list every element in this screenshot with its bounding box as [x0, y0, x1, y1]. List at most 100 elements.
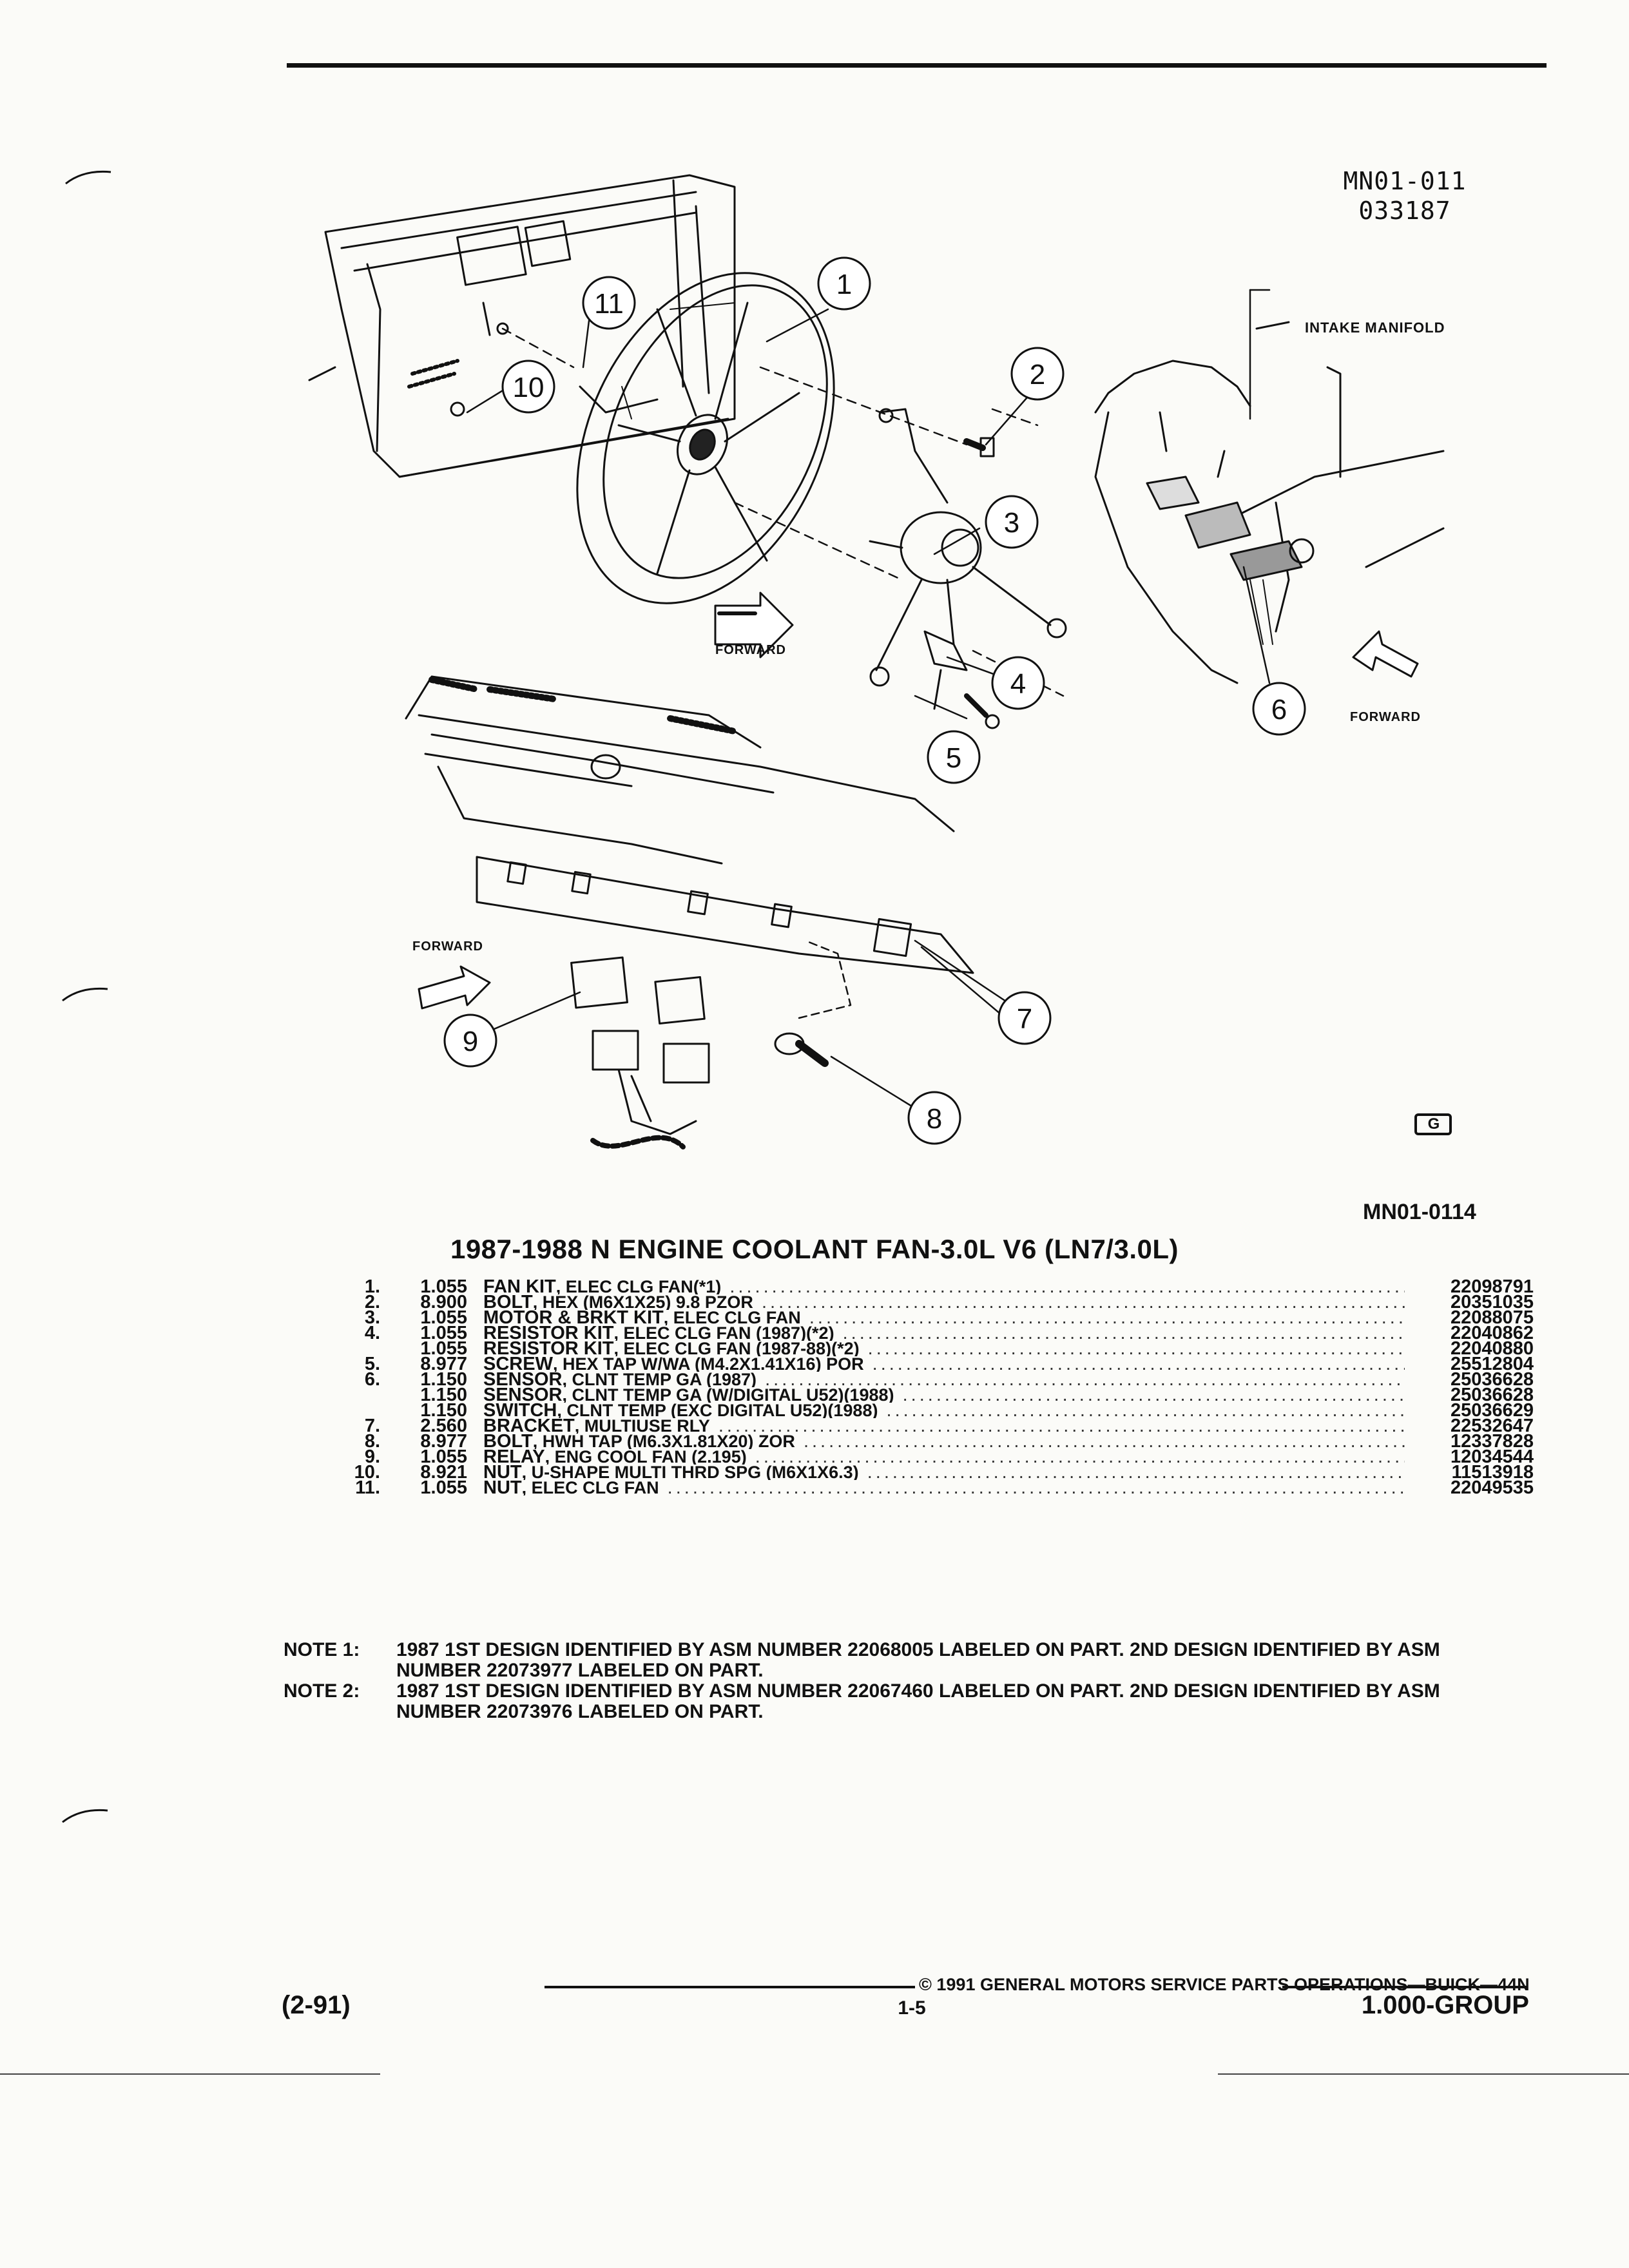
part-qty: 1.055 — [420, 1477, 467, 1498]
svg-text:5: 5 — [946, 742, 961, 774]
part-number: 20351035 — [1450, 1292, 1534, 1312]
svg-text:3: 3 — [1004, 507, 1019, 539]
part-name: SCREW — [483, 1356, 553, 1372]
part-ref: 3. — [364, 1307, 380, 1328]
part-name: BOLT — [483, 1434, 533, 1449]
part-number: 22040880 — [1450, 1338, 1534, 1359]
footer-rule-right — [1282, 1986, 1527, 1988]
part-row: 4. 1.055 RESISTOR KIT, ELEC CLG FAN (1987)… — [335, 1323, 1534, 1343]
part-detail: , HEX (M6X1X25) 9.8 PZOR — [532, 1294, 753, 1310]
callout-4: 4 — [991, 656, 1045, 710]
part-description: RELAY, ENG COOL FAN (2.195) ............… — [483, 1449, 1405, 1465]
motor-bracket-drawing — [869, 408, 1067, 687]
margin-mark-bottom — [62, 1809, 108, 1823]
part-ref: 6. — [364, 1369, 380, 1390]
callout-1: 1 — [817, 256, 871, 311]
part-description: RESISTOR KIT, ELEC CLG FAN (1987)(*2) ..… — [483, 1325, 1405, 1341]
leader-dots: ........................................… — [803, 1434, 1405, 1449]
forward-label-fan: FORWARD — [715, 643, 786, 657]
caption-code: MN01-0114 — [1363, 1200, 1476, 1224]
forward-arrow-fan — [714, 591, 794, 658]
part-detail: , ENG COOL FAN (2.195) — [545, 1449, 747, 1465]
leader-dots: ........................................… — [867, 1465, 1405, 1480]
part-detail: , HWH TAP (M6.3X1.81X20) ZOR — [532, 1434, 795, 1449]
intake-manifold-label: INTAKE MANIFOLD — [1305, 320, 1445, 336]
leader-dots: ........................................… — [729, 1279, 1405, 1294]
margin-mark-top — [65, 170, 111, 185]
part-ref: 9. — [364, 1446, 380, 1467]
part-number: 22049535 — [1450, 1477, 1534, 1498]
part-number: 25512804 — [1450, 1354, 1534, 1374]
svg-text:4: 4 — [1010, 668, 1026, 700]
part-number: 25036629 — [1450, 1400, 1534, 1421]
part-detail: , HEX TAP W/WA (M4.2X1.41X16) POR — [552, 1356, 864, 1372]
exploded-parts-diagram: 1 2 3 4 5 6 7 8 9 10 11 — [308, 174, 1445, 1149]
part-ref: 4. — [364, 1323, 380, 1343]
assembly-leaders — [501, 327, 1065, 697]
footer-copyright: © 1991 GENERAL MOTORS SERVICE PARTS OPER… — [919, 1975, 1530, 1994]
part-detail: , MULTIUSE RLY — [574, 1418, 710, 1434]
part-qty: 1.055 — [420, 1323, 467, 1343]
part-description: BRACKET, MULTIUSE RLY ..................… — [483, 1418, 1405, 1434]
radiator-support-drawing — [308, 174, 736, 478]
part-ref: 2. — [364, 1292, 380, 1312]
part-description: NUT, ELEC CLG FAN ......................… — [483, 1480, 1405, 1495]
part-name: BRACKET — [483, 1418, 575, 1434]
part-number: 12034544 — [1450, 1446, 1534, 1467]
bottom-edge-right — [1218, 2073, 1629, 2075]
leader-dots: ........................................… — [886, 1403, 1405, 1418]
part-name: SENSOR — [483, 1372, 563, 1387]
note-text: 1987 1ST DESIGN IDENTIFIED BY ASM NUMBER… — [396, 1639, 1440, 1681]
part-name: NUT — [483, 1465, 522, 1480]
svg-text:8: 8 — [927, 1103, 942, 1135]
part-number: 22098791 — [1450, 1276, 1534, 1297]
leader-dots: ........................................… — [842, 1325, 1405, 1341]
part-qty: 1.055 — [420, 1276, 467, 1297]
leader-dots: ........................................… — [867, 1341, 1405, 1356]
callout-7: 7 — [998, 991, 1052, 1045]
part-detail: , U-SHAPE MULTI THRD SPG (M6X1X6.3) — [521, 1465, 859, 1480]
part-ref: 1. — [364, 1276, 380, 1297]
callout-6: 6 — [1252, 682, 1306, 736]
part-name: NUT — [483, 1480, 522, 1495]
part-number: 25036628 — [1450, 1369, 1534, 1390]
part-name: RESISTOR KIT — [483, 1325, 614, 1341]
part-qty: 8.977 — [420, 1354, 467, 1374]
part-detail: , ELEC CLG FAN (1987-88)(*2) — [613, 1341, 860, 1356]
part-qty: 1.055 — [420, 1338, 467, 1359]
part-detail: , ELEC CLG FAN (1987)(*2) — [613, 1325, 834, 1341]
svg-text:2: 2 — [1030, 359, 1045, 390]
part-description: SWITCH, CLNT TEMP (EXC DIGITAL U52)(1988… — [483, 1403, 1405, 1418]
bolt-8-drawing — [774, 939, 852, 1067]
leader-dots: ........................................… — [872, 1356, 1405, 1372]
part-number: 22040862 — [1450, 1323, 1534, 1343]
part-description: SENSOR, CLNT TEMP GA (W/DIGITAL U52)(198… — [483, 1387, 1405, 1403]
part-detail: , CLNT TEMP (EXC DIGITAL U52)(1988) — [557, 1403, 878, 1418]
section-title: 1987-1988 N ENGINE COOLANT FAN-3.0L V6 (… — [450, 1234, 1179, 1264]
note-label: NOTE 2: — [284, 1680, 360, 1702]
bolt-2-drawing — [963, 437, 995, 457]
note: NOTE 2:1987 1ST DESIGN IDENTIFIED BY ASM… — [284, 1681, 1508, 1722]
part-description: BOLT, HWH TAP (M6.3X1.81X20) ZOR .......… — [483, 1434, 1405, 1449]
radiator-tank-drawing — [405, 675, 762, 780]
part-detail: , ELEC CLG FAN — [521, 1480, 659, 1495]
part-qty: 1.150 — [420, 1400, 467, 1421]
leader-dots: ........................................… — [667, 1480, 1405, 1495]
part-ref: 8. — [364, 1431, 380, 1452]
part-detail: , CLNT TEMP GA (W/DIGITAL U52)(1988) — [562, 1387, 894, 1403]
part-name: RELAY — [483, 1449, 545, 1465]
callout-leaders — [466, 308, 1271, 1110]
intake-manifold-drawing — [1094, 289, 1445, 684]
part-description: RESISTOR KIT, ELEC CLG FAN (1987-88)(*2)… — [483, 1341, 1405, 1356]
part-number: 22532647 — [1450, 1416, 1534, 1436]
part-detail: , ELEC CLG FAN — [663, 1310, 801, 1325]
callout-2: 2 — [1010, 347, 1065, 401]
